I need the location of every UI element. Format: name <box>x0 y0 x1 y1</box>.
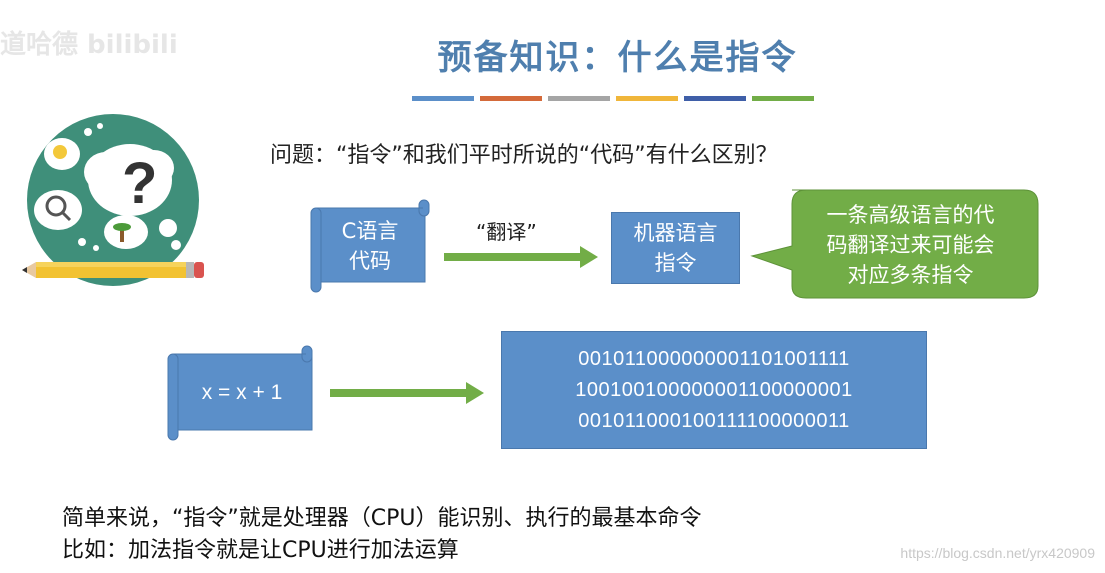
translate-arrow <box>444 246 598 268</box>
color-segment-6 <box>752 96 814 101</box>
note-line-2: 码翻译过来可能会 <box>826 233 995 257</box>
expression-box: x = x + 1 <box>201 381 283 404</box>
bilibili-watermark: 道哈德 bilibili <box>0 30 178 60</box>
c-code-label-line2: 代码 <box>349 249 391 273</box>
summary-line-2: 比如：加法指令就是让CPU进行加法运算 <box>62 538 459 563</box>
slide-title: 预备知识：什么是指令 <box>437 38 798 78</box>
color-segment-5 <box>684 96 746 101</box>
question-text: 问题：“指令”和我们平时所说的“代码”有什么区别？ <box>270 143 778 168</box>
binary-instructions-box: 001011000000001101001111 100100100000001… <box>501 331 927 449</box>
compile-arrow <box>330 382 484 404</box>
binary-line-1: 001011000000001101001111 <box>578 347 850 370</box>
c-code-box: C语言 代码 <box>320 212 420 280</box>
binary-line-2: 100100100000001100000001 <box>575 378 853 401</box>
machine-instruction-box: 机器语言 指令 <box>611 212 740 284</box>
c-code-scroll-shape <box>310 199 430 293</box>
color-segment-1 <box>412 96 474 101</box>
summary-line-1: 简单来说，“指令”就是处理器（CPU）能识别、执行的最基本命令 <box>62 506 702 531</box>
thinking-illustration: ? <box>22 114 204 286</box>
translate-label: “翻译” <box>476 220 537 244</box>
binary-line-3: 001011000100111100000011 <box>578 409 850 432</box>
expression-scroll-shape <box>167 345 313 441</box>
color-segment-2 <box>480 96 542 101</box>
note-line-3: 对应多条指令 <box>847 263 974 287</box>
note-text: 一条高级语言的代 码翻译过来可能会 对应多条指令 <box>788 198 1033 292</box>
machine-label-line2: 指令 <box>654 251 697 275</box>
note-speech-bubble <box>750 189 1039 299</box>
csdn-watermark: https://blog.csdn.net/yrx420909 <box>900 545 1095 561</box>
machine-label-line1: 机器语言 <box>633 221 718 245</box>
title-color-bar <box>412 96 814 101</box>
c-code-label-line1: C语言 <box>341 219 399 243</box>
svg-text:?: ? <box>122 151 157 216</box>
note-line-1: 一条高级语言的代 <box>826 203 995 227</box>
color-segment-3 <box>548 96 610 101</box>
color-segment-4 <box>616 96 678 101</box>
